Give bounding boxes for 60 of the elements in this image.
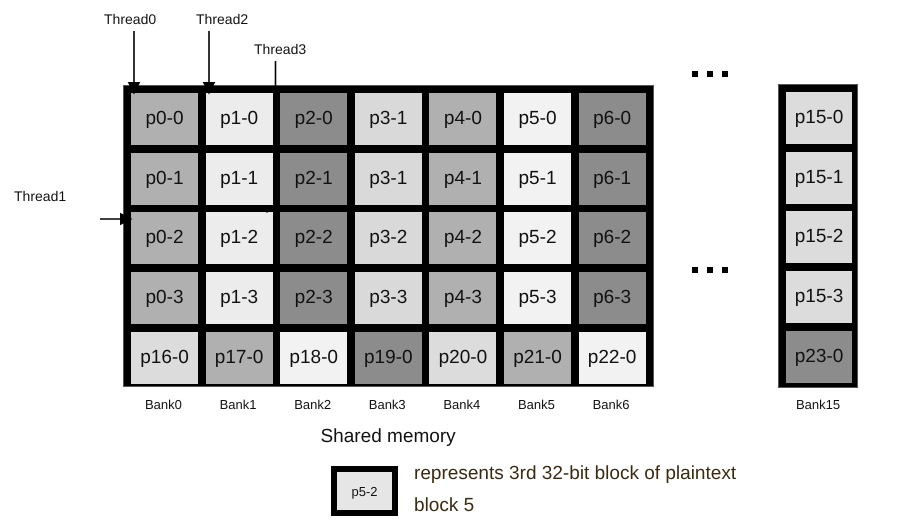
memory-cell: p0-1 (131, 152, 198, 205)
bank-label: Bank5 (518, 397, 555, 412)
memory-cell: p18-0 (280, 332, 348, 384)
memory-cell: p1-2 (206, 212, 273, 264)
memory-cell: p4-2 (429, 212, 496, 264)
bank-label: Bank3 (368, 397, 406, 412)
memory-cell: p20-0 (429, 332, 496, 384)
memory-cell: p5-2 (504, 212, 571, 264)
memory-cell: p22-0 (578, 332, 646, 384)
arrow (202, 31, 216, 95)
memory-cell: p6-2 (578, 212, 646, 264)
bank-label: Bank6 (592, 397, 630, 412)
thread-label: Thread1 (14, 188, 100, 228)
memory-cell: p2-0 (280, 93, 348, 145)
thread-label: Thread3 (254, 41, 340, 61)
memory-cell: p0-3 (131, 272, 198, 324)
memory-cell: p1-0 (206, 93, 273, 145)
legend-description: represents 3rd 32-bit block of plaintext block 5 (414, 462, 738, 518)
memory-cell: p2-1 (280, 152, 348, 205)
memory-cell: p0-2 (131, 212, 198, 264)
memory-cell: p6-3 (578, 272, 646, 324)
memory-cell: p3-3 (354, 272, 422, 324)
memory-cell: p21-0 (504, 332, 571, 384)
memory-cell: p6-1 (578, 152, 646, 205)
bank-label: Bank15 (796, 397, 840, 412)
memory-cell: p15-1 (786, 152, 852, 204)
memory-cell: p17-0 (206, 332, 273, 384)
memory-cell: p4-1 (429, 152, 496, 205)
memory-cell: p5-1 (504, 152, 571, 205)
thread-label: Thread2 (196, 11, 282, 31)
arrow (128, 31, 140, 95)
memory-cell: p15-0 (786, 92, 852, 144)
memory-cell: p2-2 (280, 212, 348, 264)
memory-bank-frame (778, 84, 858, 388)
memory-cell: p15-2 (786, 211, 852, 264)
memory-cell: p2-3 (280, 272, 348, 324)
arrow (100, 212, 133, 226)
memory-cell: p23-0 (786, 330, 852, 383)
memory-cell: p3-1 (354, 152, 422, 205)
memory-bank-frame (123, 85, 654, 387)
bank-label: Bank4 (443, 397, 480, 412)
memory-cell: p1-3 (206, 272, 273, 324)
memory-cell: p15-3 (786, 271, 852, 324)
bank-label: Bank2 (294, 397, 332, 412)
memory-cell: p3-1 (354, 93, 422, 145)
bank-label: Bank0 (145, 397, 182, 412)
legend-cell: p5-2 (331, 466, 398, 516)
memory-cell: p0-0 (131, 93, 198, 145)
memory-cell: p6-0 (578, 93, 646, 145)
memory-caption: Shared memory (320, 426, 456, 448)
memory-cell: p4-0 (429, 93, 496, 145)
memory-cell: p5-0 (504, 93, 571, 145)
thread-label: Thread0 (104, 11, 190, 31)
memory-cell: p5-3 (504, 272, 571, 324)
memory-cell: p3-2 (354, 212, 422, 264)
bank-label: Bank1 (220, 397, 256, 412)
memory-cell: p16-0 (131, 332, 198, 384)
memory-cell: p19-0 (354, 332, 422, 384)
memory-cell: p4-3 (429, 272, 496, 324)
memory-cell: p1-1 (206, 152, 273, 205)
